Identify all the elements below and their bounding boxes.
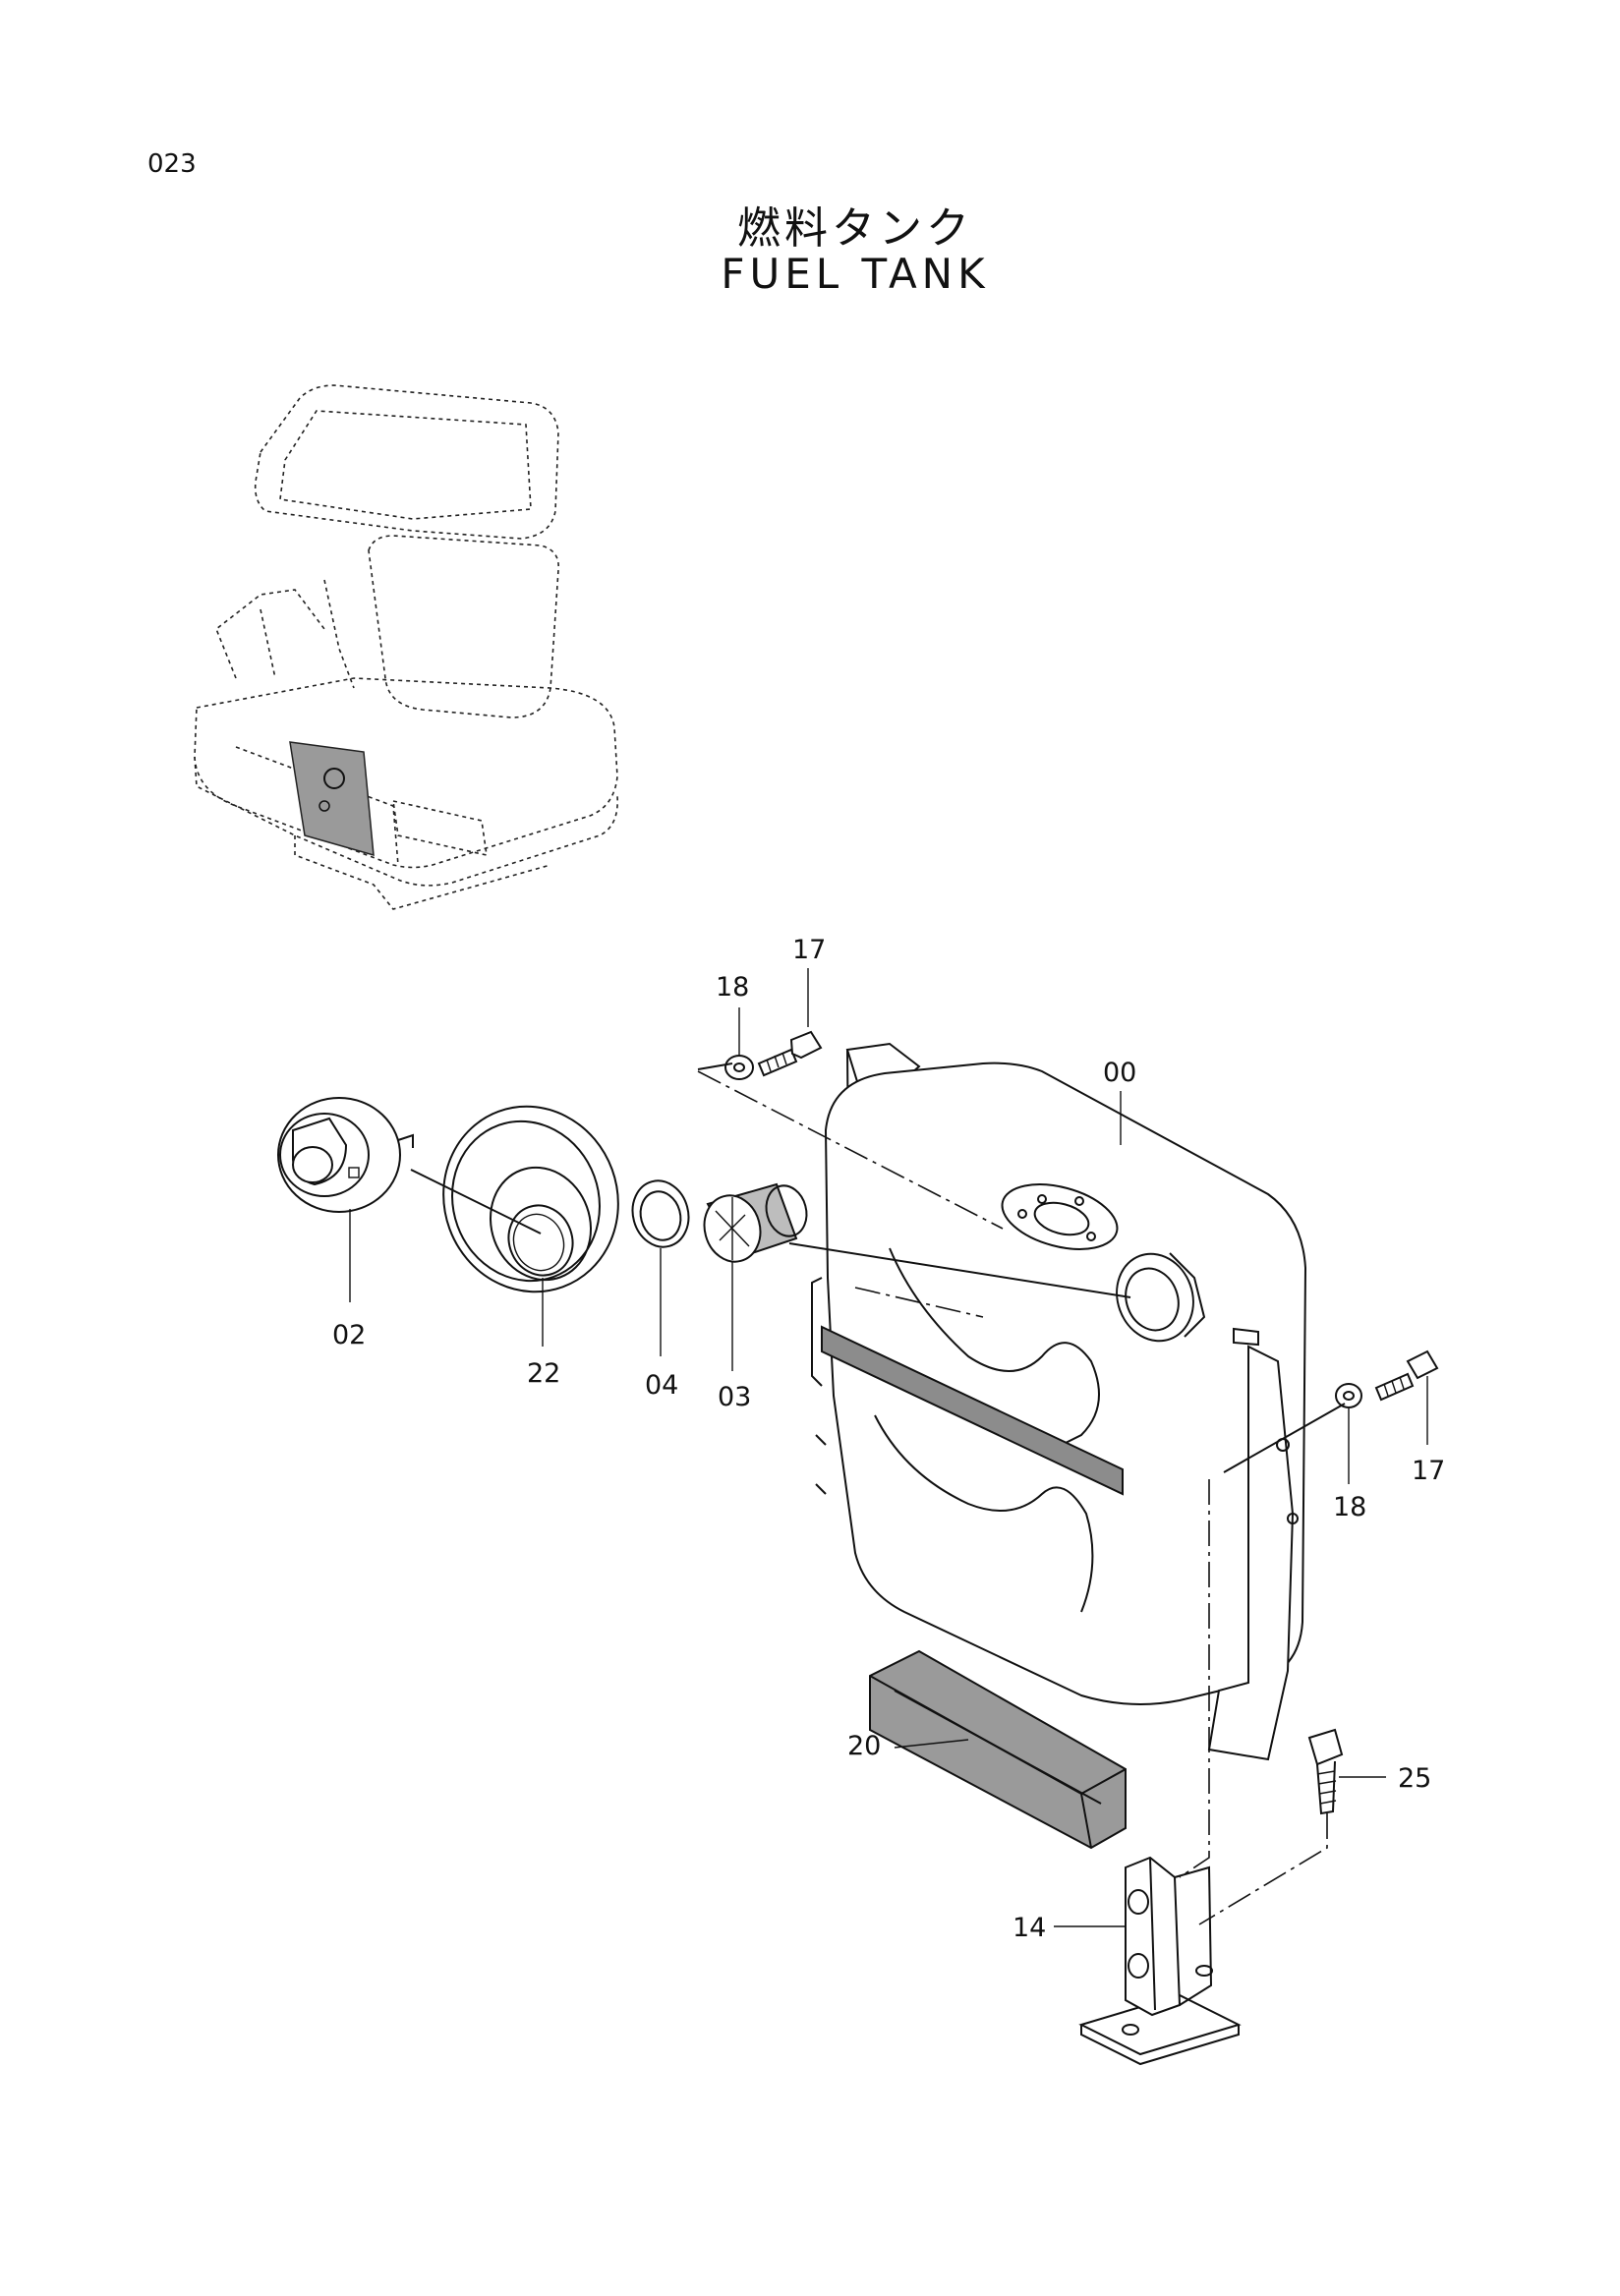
- page-number: 023: [147, 149, 197, 179]
- callout-17-top: 17: [792, 935, 826, 965]
- part-22-boot: [442, 1105, 619, 1293]
- diagram-title-japanese: 燃料タンク: [737, 203, 973, 254]
- callout-labels: 17 18 00 02 22 04 03 17 18 20 25 14: [332, 935, 1445, 1943]
- part-17-18-side-bolt-washer: [1335, 1349, 1439, 1408]
- callout-03: 03: [718, 1382, 751, 1412]
- callout-00: 00: [1103, 1058, 1136, 1088]
- callout-17-side: 17: [1412, 1456, 1445, 1486]
- part-03-strainer: [703, 1182, 808, 1263]
- assembly-lines: [410, 1062, 1346, 1925]
- callout-18-top: 18: [716, 972, 749, 1003]
- part-17-18-top-bolt-washer: [724, 1030, 823, 1080]
- callout-25: 25: [1398, 1763, 1431, 1794]
- part-02-cap: [277, 1097, 414, 1213]
- callout-18-side: 18: [1333, 1492, 1366, 1522]
- part-20-cushion: [869, 1649, 1127, 1850]
- part-04-seal-ring: [631, 1179, 690, 1248]
- part-14-bracket: [1078, 1856, 1242, 2066]
- callout-02: 02: [332, 1320, 366, 1350]
- leader-lines: [349, 968, 1428, 1927]
- diagram-title: FUEL TANK: [721, 250, 990, 298]
- part-00-fuel-tank: [811, 1042, 1307, 1761]
- callout-20: 20: [847, 1731, 881, 1761]
- callout-04: 04: [645, 1370, 678, 1401]
- callout-14: 14: [1012, 1913, 1046, 1943]
- part-25-bolt: [1307, 1728, 1344, 1815]
- callout-22: 22: [527, 1358, 560, 1389]
- machine-location-view: [194, 384, 618, 910]
